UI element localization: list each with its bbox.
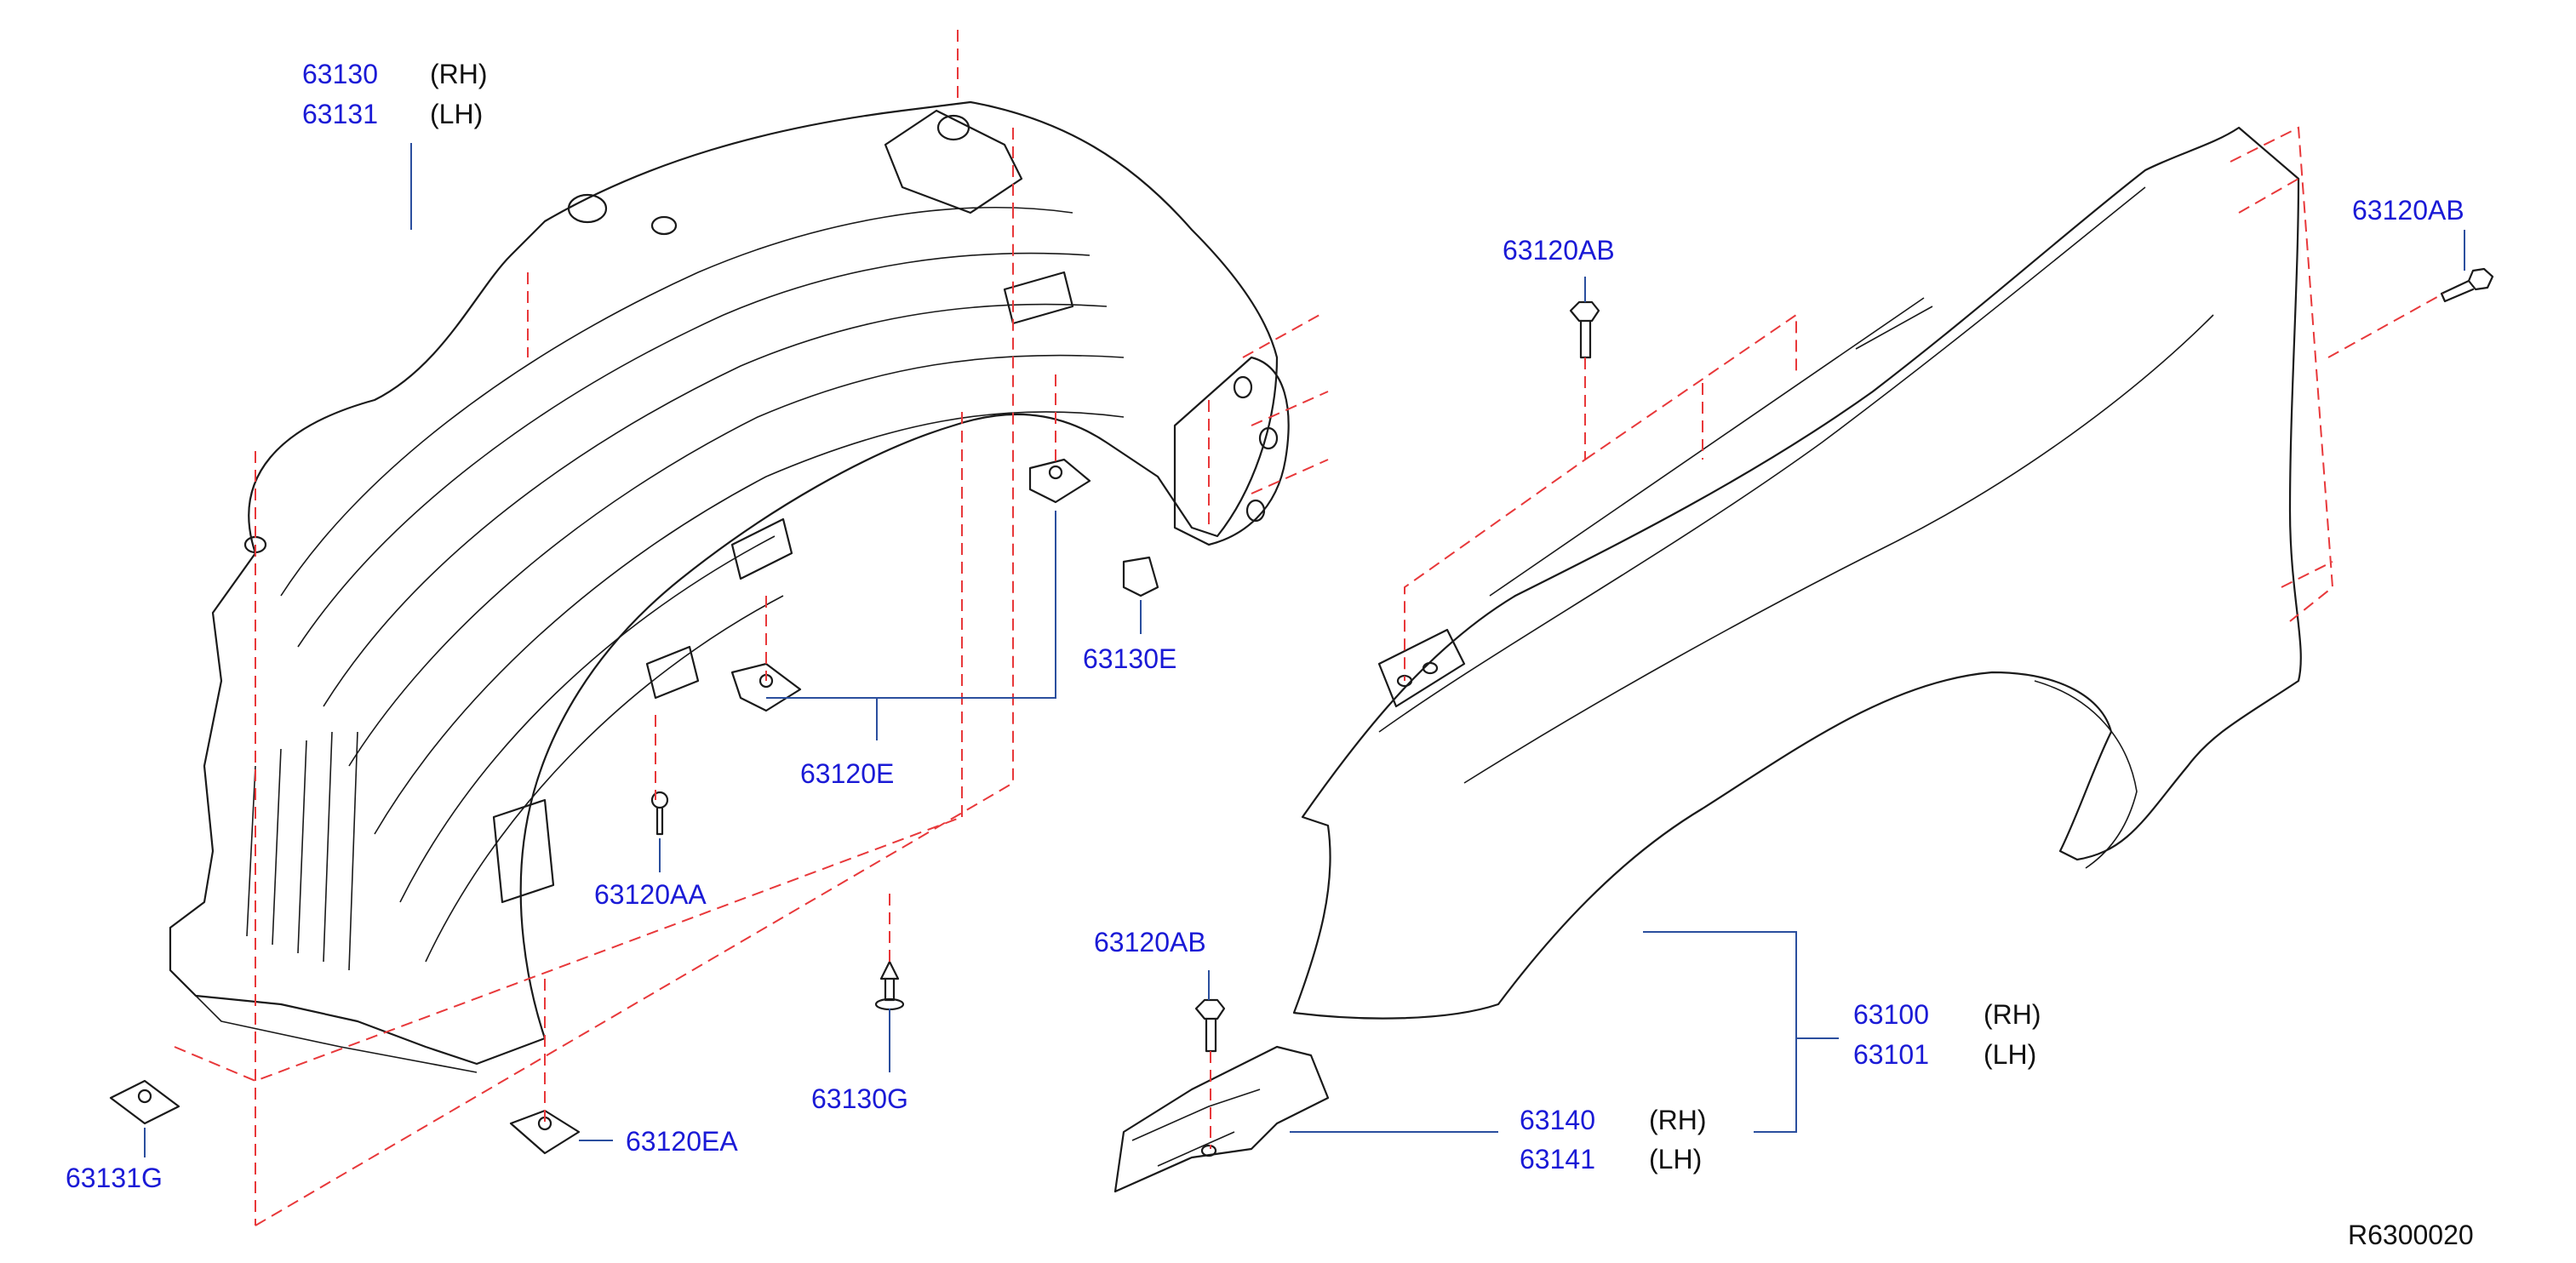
label-63130-part: 63130 (302, 59, 378, 89)
label-63140-side: (RH) (1649, 1105, 1707, 1135)
bolt-63120ab-top (1569, 300, 1600, 359)
leader-lines (144, 143, 2465, 1157)
label-63120ab-bottom: 63120AB (1094, 927, 1206, 957)
label-63141-part: 63141 (1520, 1144, 1595, 1174)
bolt-63120ab-bottom (1194, 998, 1226, 1053)
bolt-63120ab-right (2440, 267, 2494, 303)
label-63140-part: 63140 (1520, 1105, 1595, 1135)
splash-bracket (1113, 1045, 1330, 1193)
label-63101-part: 63101 (1853, 1039, 1929, 1070)
clip-63131g (109, 1079, 180, 1125)
label-63101-side: (LH) (1984, 1039, 2036, 1070)
clip-63120e-left (730, 662, 802, 712)
label-63131g: 63131G (66, 1163, 163, 1193)
label-63131-side: (LH) (430, 99, 483, 129)
label-63120e: 63120E (800, 758, 894, 789)
fasteners (109, 267, 2494, 1155)
label-63100-side: (RH) (1984, 999, 2041, 1030)
phantom-lines (174, 30, 2444, 1226)
label-63120aa: 63120AA (594, 879, 707, 910)
screw-63120aa (650, 791, 669, 836)
label-63130-side: (RH) (430, 59, 488, 89)
nut-63130e (1122, 556, 1159, 597)
label-63130g: 63130G (811, 1083, 908, 1114)
callout-labels: 63130 (RH) 63131 (LH) 63120E 63130E 6312… (66, 59, 2474, 1250)
label-63100-part: 63100 (1853, 999, 1929, 1030)
label-63120ab-top: 63120AB (1503, 235, 1615, 266)
reference-code: R6300020 (2348, 1220, 2474, 1250)
label-63120ea: 63120EA (626, 1126, 738, 1157)
clip-63120e-right (1028, 458, 1091, 504)
rivet-63130g (874, 960, 905, 1011)
wheel-house-liner (169, 100, 1290, 1073)
label-63131-part: 63131 (302, 99, 378, 129)
front-fender (1292, 126, 2302, 1020)
clip-63120ea (509, 1109, 581, 1155)
label-63120ab-right: 63120AB (2352, 195, 2464, 226)
label-63130e: 63130E (1083, 643, 1176, 674)
label-63141-side: (LH) (1649, 1144, 1702, 1174)
